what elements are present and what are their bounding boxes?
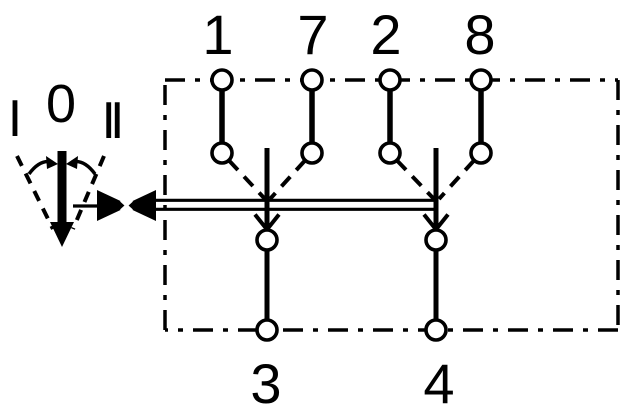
terminal-3-label: 3	[250, 352, 281, 415]
travel-range-dash-left	[15, 155, 55, 230]
rotation-arrow-left-head	[46, 156, 58, 169]
contact-terminal-8: 8	[464, 3, 496, 165]
detent-icon	[97, 190, 156, 221]
contact-terminal-1: 1	[202, 3, 234, 165]
linkage-terminal-2	[395, 159, 436, 201]
detent-x-mark-2	[120, 199, 133, 212]
actuator-bar	[73, 198, 436, 211]
contact-8-node	[469, 141, 493, 165]
contact-terminal-2: 2	[370, 3, 402, 165]
linkage-terminal-7	[268, 159, 307, 201]
contact-4-node	[424, 228, 448, 252]
position-label-I: I	[8, 90, 22, 148]
fork-arm-right	[265, 213, 281, 231]
contact-terminal-3: 3	[250, 148, 282, 415]
contact-linkage-dashes	[227, 159, 476, 201]
travel-range-dash-right	[71, 155, 106, 230]
contact-1-node	[210, 141, 234, 165]
terminal-1-pin	[210, 68, 234, 92]
linkage-terminal-8	[437, 159, 476, 201]
detent-left-arrowhead	[97, 190, 130, 221]
terminal-1-label: 1	[202, 3, 233, 66]
contact-3-node	[255, 228, 279, 252]
terminal-2-label: 2	[370, 3, 401, 66]
position-label-0: 0	[46, 74, 76, 134]
terminal-4-label: 4	[423, 352, 454, 415]
fork-arm-right	[434, 213, 450, 231]
position-indicator: I 0 II	[8, 74, 126, 247]
fork-arm-left	[422, 213, 438, 231]
contact-terminal-7: 7	[297, 3, 329, 165]
linkage-terminal-1	[227, 159, 267, 201]
terminal-7-label: 7	[297, 3, 328, 66]
rotation-arrow-right-head	[66, 156, 78, 169]
terminal-3-pin	[255, 318, 279, 342]
lever-arrowhead-icon	[50, 222, 74, 247]
terminal-8-pin	[469, 68, 493, 92]
terminal-7-pin	[300, 68, 324, 92]
position-label-II: II	[102, 92, 120, 150]
terminal-8-label: 8	[464, 3, 495, 66]
fork-arm-left	[253, 213, 269, 231]
contact-7-node	[300, 141, 324, 165]
contact-2-node	[378, 141, 402, 165]
contact-terminal-4: 4	[422, 148, 455, 415]
detent-right-arrowhead	[123, 190, 156, 221]
terminal-2-pin	[378, 68, 402, 92]
terminal-4-pin	[424, 318, 448, 342]
